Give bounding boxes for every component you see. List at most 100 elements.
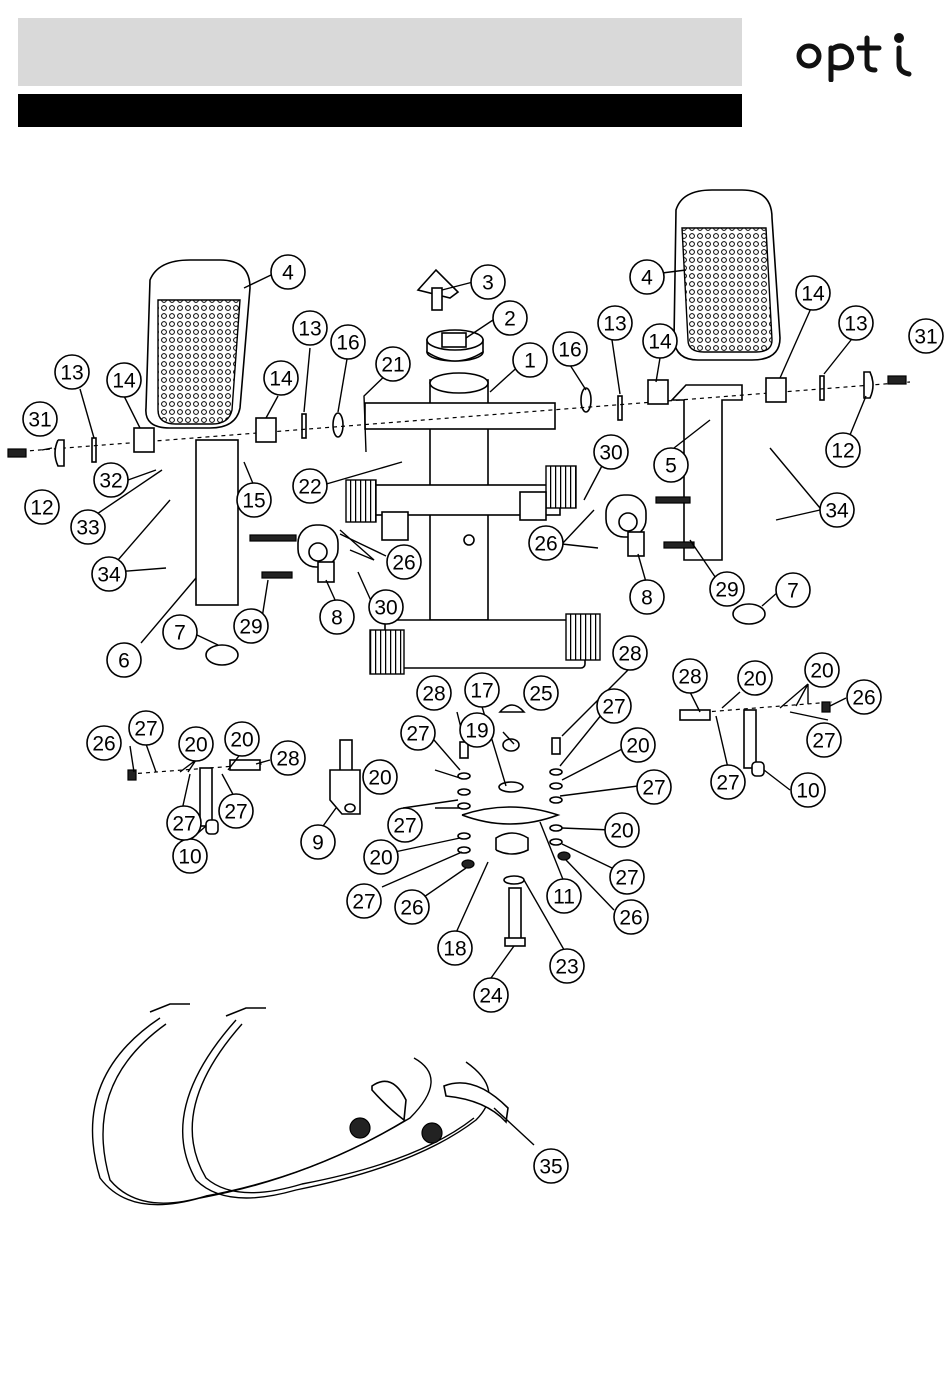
- callout-20-a: 20: [179, 727, 213, 761]
- callout-13-d: 13: [839, 306, 873, 340]
- svg-text:23: 23: [555, 956, 578, 979]
- callout-27-h: 27: [637, 770, 671, 804]
- callout-7-left: 7: [163, 615, 197, 649]
- callout-30-left: 30: [369, 590, 403, 624]
- callout-22: 22: [293, 469, 327, 503]
- callout-27-k: 27: [807, 723, 841, 757]
- callout-26-b: 26: [387, 545, 421, 579]
- svg-text:14: 14: [269, 368, 293, 391]
- callout-27-f: 27: [347, 884, 381, 918]
- svg-text:3: 3: [482, 272, 494, 295]
- callout-8-right: 8: [630, 580, 664, 614]
- svg-text:18: 18: [443, 938, 466, 961]
- left-pedal: [146, 260, 250, 428]
- callout-25: 25: [524, 676, 558, 710]
- svg-text:26: 26: [392, 552, 415, 575]
- svg-text:28: 28: [678, 666, 701, 689]
- callout-29-left: 29: [234, 609, 268, 643]
- callout-19: 19: [460, 713, 494, 747]
- svg-text:15: 15: [242, 490, 265, 513]
- svg-text:7: 7: [174, 622, 186, 645]
- callout-31-right: 31: [909, 319, 943, 353]
- callout-4-left: 4: [271, 255, 305, 289]
- svg-text:31: 31: [28, 409, 51, 432]
- svg-text:30: 30: [599, 442, 622, 465]
- callout-28-b: 28: [417, 676, 451, 710]
- svg-text:27: 27: [812, 730, 835, 753]
- svg-text:14: 14: [801, 283, 825, 306]
- callout-26-a: 26: [87, 726, 121, 760]
- callout-17: 17: [465, 673, 499, 707]
- tension-knob: [418, 270, 458, 310]
- svg-text:26: 26: [619, 907, 642, 930]
- callout-20-d: 20: [364, 840, 398, 874]
- svg-text:16: 16: [558, 339, 581, 362]
- console: [427, 330, 483, 361]
- svg-text:14: 14: [112, 370, 136, 393]
- callout-20-h: 20: [805, 653, 839, 687]
- svg-text:33: 33: [76, 517, 99, 540]
- svg-text:26: 26: [92, 733, 115, 756]
- svg-text:4: 4: [641, 267, 653, 290]
- callout-13-c: 13: [598, 306, 632, 340]
- svg-text:12: 12: [831, 440, 854, 463]
- svg-text:16: 16: [336, 332, 359, 355]
- svg-text:6: 6: [118, 650, 130, 673]
- callout-27-c: 27: [219, 794, 253, 828]
- svg-text:27: 27: [615, 867, 638, 890]
- svg-text:20: 20: [184, 734, 207, 757]
- svg-text:26: 26: [400, 897, 423, 920]
- svg-text:31: 31: [914, 326, 937, 349]
- callout-28-d: 28: [673, 659, 707, 693]
- callout-21: 21: [376, 347, 410, 381]
- callout-34-left: 34: [92, 557, 126, 591]
- callout-4-right: 4: [630, 260, 664, 294]
- svg-text:29: 29: [239, 616, 262, 639]
- svg-text:13: 13: [603, 313, 626, 336]
- callout-27-a: 27: [129, 711, 163, 745]
- svg-text:24: 24: [479, 985, 503, 1008]
- callout-30-right: 30: [594, 435, 628, 469]
- svg-text:20: 20: [743, 668, 766, 691]
- callout-11: 11: [547, 879, 581, 913]
- callout-6: 6: [107, 643, 141, 677]
- callout-27-i: 27: [610, 860, 644, 894]
- svg-text:10: 10: [178, 846, 201, 869]
- svg-text:4: 4: [282, 262, 294, 285]
- svg-text:20: 20: [230, 729, 253, 752]
- right-pedal: [674, 190, 780, 360]
- callout-26-c: 26: [395, 890, 429, 924]
- svg-text:13: 13: [298, 318, 321, 341]
- callout-13-a: 13: [55, 355, 89, 389]
- svg-text:8: 8: [331, 607, 343, 630]
- callout-12-right: 12: [826, 433, 860, 467]
- svg-text:20: 20: [810, 660, 833, 683]
- callout-28-c: 28: [613, 636, 647, 670]
- svg-text:20: 20: [368, 767, 391, 790]
- svg-text:35: 35: [539, 1156, 562, 1179]
- callout-28-a: 28: [271, 741, 305, 775]
- callout-26-f: 26: [847, 680, 881, 714]
- main-frame: [346, 373, 600, 674]
- callout-13-b: 13: [293, 311, 327, 345]
- callout-14-b: 14: [264, 361, 298, 395]
- callout-3: 3: [471, 265, 505, 299]
- left-leg: [196, 440, 238, 605]
- svg-text:1: 1: [524, 350, 536, 373]
- svg-text:26: 26: [534, 533, 557, 556]
- svg-text:5: 5: [665, 455, 677, 478]
- svg-text:11: 11: [553, 886, 575, 909]
- svg-text:28: 28: [422, 683, 445, 706]
- svg-text:27: 27: [406, 723, 429, 746]
- svg-text:10: 10: [796, 780, 819, 803]
- svg-text:8: 8: [641, 587, 653, 610]
- callout-18: 18: [438, 931, 472, 965]
- svg-text:32: 32: [99, 470, 122, 493]
- callout-26-d: 26: [529, 526, 563, 560]
- callout-20-g: 20: [738, 661, 772, 695]
- svg-text:20: 20: [610, 820, 633, 843]
- left-cylinder: [298, 525, 338, 582]
- callout-24: 24: [474, 978, 508, 1012]
- svg-text:19: 19: [465, 720, 488, 743]
